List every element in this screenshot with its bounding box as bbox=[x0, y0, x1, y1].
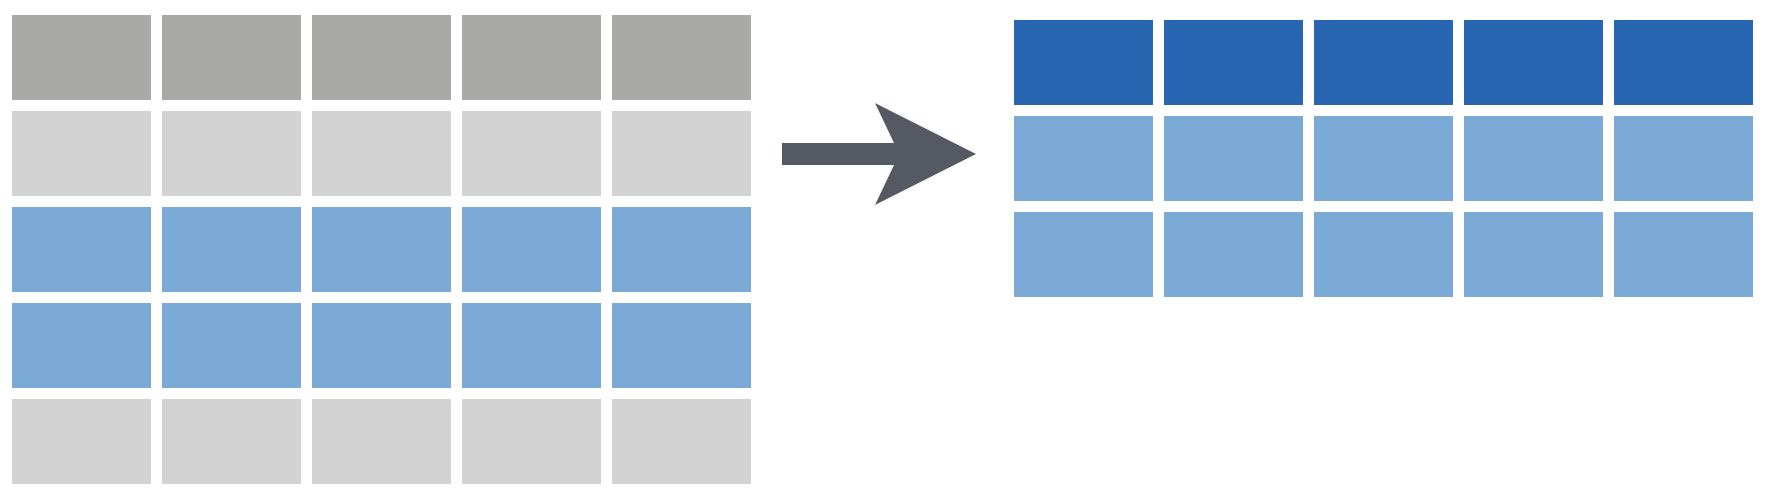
source-cell-filtered-out bbox=[162, 111, 301, 196]
source-table bbox=[12, 15, 751, 484]
result-cell-selected-row bbox=[1614, 212, 1753, 297]
source-cell-filtered-out bbox=[612, 399, 751, 484]
source-cell-source-header bbox=[162, 15, 301, 100]
source-cell-selected-row bbox=[462, 303, 601, 388]
source-cell-filtered-out bbox=[462, 111, 601, 196]
source-cell-selected-row bbox=[162, 303, 301, 388]
result-cell-selected-row bbox=[1314, 212, 1453, 297]
source-cell-filtered-out bbox=[312, 111, 451, 196]
source-cell-filtered-out bbox=[612, 111, 751, 196]
result-cell-result-header bbox=[1464, 20, 1603, 105]
result-cell-result-header bbox=[1164, 20, 1303, 105]
source-cell-selected-row bbox=[12, 207, 151, 292]
result-cell-selected-row bbox=[1314, 116, 1453, 201]
source-cell-selected-row bbox=[612, 303, 751, 388]
source-cell-source-header bbox=[462, 15, 601, 100]
source-cell-source-header bbox=[12, 15, 151, 100]
source-cell-filtered-out bbox=[12, 111, 151, 196]
result-cell-selected-row bbox=[1464, 116, 1603, 201]
source-cell-source-header bbox=[312, 15, 451, 100]
source-cell-selected-row bbox=[12, 303, 151, 388]
result-cell-selected-row bbox=[1164, 116, 1303, 201]
result-cell-selected-row bbox=[1014, 212, 1153, 297]
source-cell-selected-row bbox=[162, 207, 301, 292]
result-cell-selected-row bbox=[1014, 116, 1153, 201]
source-cell-source-header bbox=[612, 15, 751, 100]
result-cell-selected-row bbox=[1164, 212, 1303, 297]
result-cell-result-header bbox=[1314, 20, 1453, 105]
result-cell-selected-row bbox=[1464, 212, 1603, 297]
source-cell-selected-row bbox=[312, 207, 451, 292]
source-cell-filtered-out bbox=[12, 399, 151, 484]
source-cell-selected-row bbox=[312, 303, 451, 388]
arrow-shape bbox=[782, 103, 976, 205]
source-cell-selected-row bbox=[462, 207, 601, 292]
right-arrow-icon bbox=[782, 103, 976, 205]
result-table bbox=[1014, 20, 1753, 297]
source-cell-filtered-out bbox=[312, 399, 451, 484]
source-cell-filtered-out bbox=[162, 399, 301, 484]
result-cell-selected-row bbox=[1614, 116, 1753, 201]
result-cell-result-header bbox=[1014, 20, 1153, 105]
result-cell-result-header bbox=[1614, 20, 1753, 105]
source-cell-selected-row bbox=[612, 207, 751, 292]
source-cell-filtered-out bbox=[462, 399, 601, 484]
